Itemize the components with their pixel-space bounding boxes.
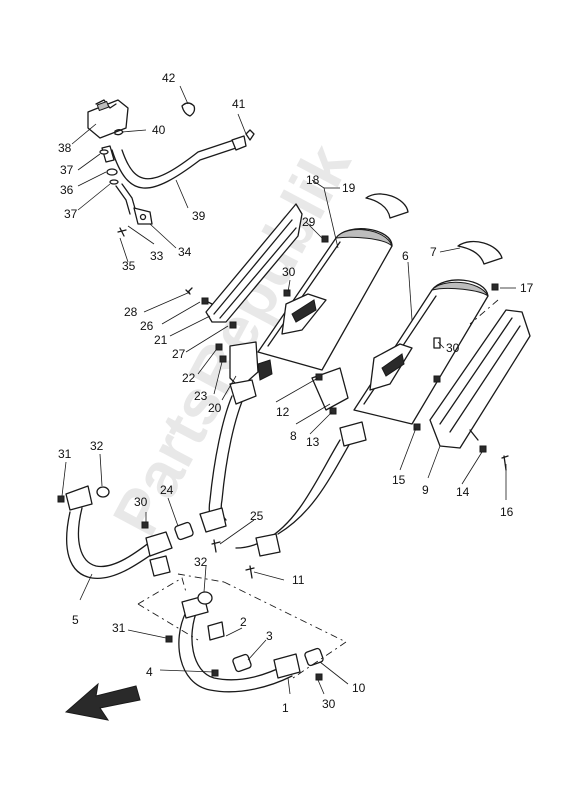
- callout-7: 7: [430, 245, 437, 259]
- callout-1: 1: [282, 701, 289, 715]
- front-direction-arrow-icon: [64, 682, 141, 721]
- muffler-right: [311, 241, 503, 425]
- callout-28: 28: [124, 305, 138, 319]
- callout-6: 6: [402, 249, 409, 263]
- callout-20: 20: [208, 401, 222, 415]
- callout-40: 40: [152, 123, 166, 137]
- callout-35: 35: [122, 259, 136, 273]
- callout-33: 33: [150, 249, 164, 263]
- callout-4: 4: [146, 665, 153, 679]
- callout-23: 23: [194, 389, 208, 403]
- callout-26: 26: [140, 319, 154, 333]
- assembly-lines: [137, 299, 499, 681]
- callout-38: 38: [58, 141, 72, 155]
- callout-8: 8: [290, 429, 297, 443]
- callout-15: 15: [392, 473, 406, 487]
- callout-31b: 31: [112, 621, 126, 635]
- callout-3: 3: [266, 629, 273, 643]
- callout-18: 18: [306, 173, 320, 187]
- callout-25: 25: [250, 509, 264, 523]
- callout-24: 24: [160, 483, 174, 497]
- callout-16: 16: [500, 505, 514, 519]
- callout-34: 34: [178, 245, 192, 259]
- air-induction-assembly: [87, 99, 255, 237]
- muffler-left: [229, 193, 409, 389]
- callout-36: 36: [60, 183, 74, 197]
- exhaust-pipes: [65, 379, 367, 693]
- callout-30c: 30: [134, 495, 148, 509]
- callout-30a: 30: [282, 265, 296, 279]
- callout-27: 27: [172, 347, 186, 361]
- callout-12: 12: [276, 405, 290, 419]
- callout-22: 22: [182, 371, 196, 385]
- callout-32b: 32: [194, 555, 208, 569]
- callout-41: 41: [232, 97, 246, 111]
- callout-13: 13: [306, 435, 320, 449]
- callout-32a: 32: [90, 439, 104, 453]
- leader-lines: [61, 85, 516, 695]
- callout-17: 17: [520, 281, 534, 295]
- callout-30d: 30: [322, 697, 336, 711]
- callout-21: 21: [154, 333, 168, 347]
- callout-29: 29: [302, 215, 316, 229]
- callout-37a: 37: [60, 163, 74, 177]
- callout-14: 14: [456, 485, 470, 499]
- callout-10: 10: [352, 681, 366, 695]
- callout-39: 39: [192, 209, 206, 223]
- fasteners: [57, 235, 509, 681]
- callout-31a: 31: [58, 447, 72, 461]
- callout-42: 42: [162, 71, 176, 85]
- callout-5: 5: [72, 613, 79, 627]
- callout-19: 19: [342, 181, 356, 195]
- callout-11: 11: [292, 573, 305, 587]
- callout-37b: 37: [64, 207, 78, 221]
- callout-9: 9: [422, 483, 429, 497]
- callout-30b: 30: [446, 341, 460, 355]
- heat-protector-right: [429, 309, 531, 449]
- callout-labels: 1 2 3 4 5 6 7 8 9 10 11 12 13 14 15 16 1…: [58, 71, 534, 715]
- callout-2: 2: [240, 615, 247, 629]
